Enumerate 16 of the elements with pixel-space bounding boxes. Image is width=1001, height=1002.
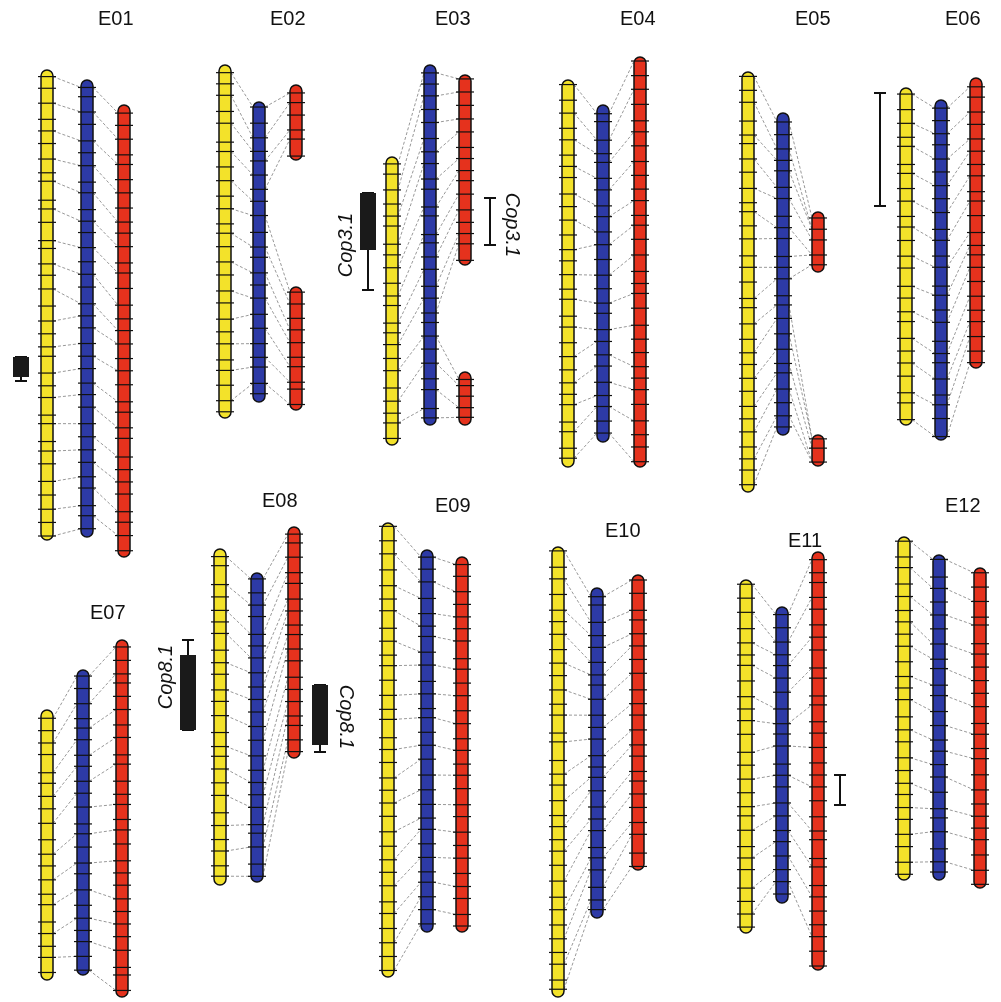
qtl-label: Cop3.1 (502, 192, 523, 258)
linkage-group-label: E01 (98, 8, 134, 28)
linkage-group-label: E11 (788, 530, 823, 550)
qtl-label: Cop8.1 (336, 684, 357, 750)
linkage-group-label: E05 (795, 8, 831, 28)
linkage-group-label: E04 (620, 8, 656, 28)
linkage-group-label: E08 (262, 490, 298, 510)
linkage-group-label: E10 (605, 520, 641, 540)
linkage-group-label: E12 (945, 495, 981, 515)
linkage-group-label: E02 (270, 8, 306, 28)
linkage-group-label: E07 (90, 602, 126, 622)
linkage-group-label: E06 (945, 8, 981, 28)
linkage-group-label: E03 (435, 8, 471, 28)
linkage-group-label: E09 (435, 495, 471, 515)
qtl-label: Cop8.1 (154, 644, 175, 710)
qtl-label: Cop3.1 (334, 212, 355, 278)
